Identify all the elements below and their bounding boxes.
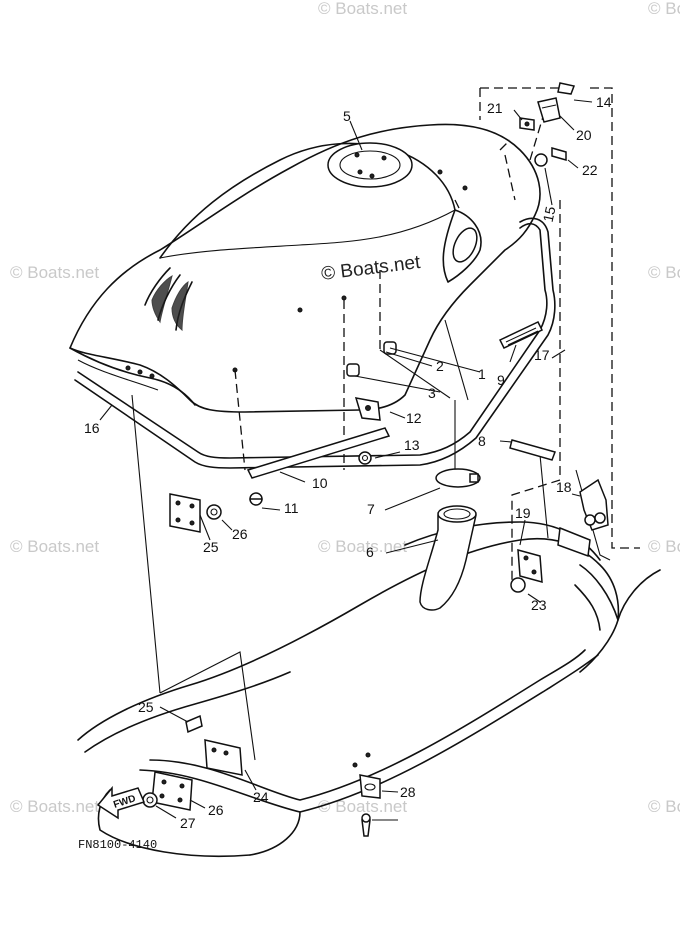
part-25-plate-lower: [151, 771, 193, 811]
watermark: © Boats.net: [318, 797, 407, 816]
callout-11: 12: [406, 410, 422, 426]
seat-frame-rail: [74, 217, 556, 469]
callout-2: 2: [436, 358, 444, 374]
callout-23: 24: [253, 789, 269, 805]
part-18-plate: [517, 548, 543, 584]
part-3-damper: [346, 363, 360, 377]
parts: FWD: [96, 82, 609, 837]
part-26-nut-lower: [142, 792, 158, 808]
callout-25: 25: [203, 539, 219, 555]
callout-19: 20: [576, 127, 592, 143]
fwd-arrow: [96, 785, 146, 820]
part-19-latch: [537, 97, 561, 123]
callout-17: 18: [556, 479, 572, 495]
callout-22: 23: [531, 597, 547, 613]
callout-3: 3: [428, 385, 436, 401]
part-14-nut: [534, 153, 548, 167]
callout-15: 16: [84, 420, 100, 436]
watermark: © Boats.net: [648, 0, 680, 18]
part-26-nut-upper: [206, 504, 222, 520]
callout-7: 8: [478, 433, 486, 449]
part-27-clip: [359, 774, 381, 799]
callout-16: 17: [534, 347, 550, 363]
callout-27: 28: [400, 784, 416, 800]
part-12-nut: [358, 451, 372, 465]
watermark-layer: © Boats.net © Boats.net © Boats.net © Bo…: [10, 0, 680, 816]
part-24-screw: [185, 714, 203, 734]
watermark: © Boats.net: [318, 537, 407, 556]
leader-lines: [99, 99, 593, 821]
diagram-code: FN8100-4140: [78, 838, 157, 852]
part-21-plate: [551, 147, 567, 161]
callout-18: 19: [515, 505, 531, 521]
part-9-strap: [246, 427, 391, 479]
watermark: © Boats.net: [648, 263, 680, 282]
callout-labels: 5 2 1 3 12 13 10 11 7 6 8 9 14 20 21 22 …: [84, 94, 612, 831]
callout-26: 27: [180, 815, 196, 831]
callout-8: 9: [497, 372, 505, 388]
watermark: © Boats.net: [648, 537, 680, 556]
part-25-plate-upper: [169, 493, 201, 533]
callout-10: 11: [284, 500, 299, 516]
part-7-strip: [509, 439, 556, 461]
watermark-main: © Boats.net: [320, 252, 422, 285]
callout-4: 5: [343, 108, 351, 124]
seat-assembly: [69, 123, 541, 413]
watermark: © Boats.net: [10, 263, 99, 282]
callout-6: 7: [367, 501, 375, 517]
callout-26: 26: [232, 526, 248, 542]
watermark: © Boats.net: [648, 797, 680, 816]
part-13-screw: [557, 82, 576, 95]
callout-14: 15: [540, 205, 559, 224]
watermark: © Boats.net: [318, 0, 407, 18]
callout-25: 26: [208, 802, 224, 818]
part-6-clamp: [435, 468, 481, 488]
callout-13: 14: [596, 94, 612, 110]
watermark: © Boats.net: [10, 797, 99, 816]
watermark: © Boats.net: [10, 537, 99, 556]
callout-5: 6: [366, 544, 374, 560]
part-5-duct: [419, 506, 477, 611]
connection-lines: [131, 319, 611, 761]
callout-21: 22: [582, 162, 598, 178]
callout-24: 25: [138, 699, 154, 715]
callout-9: 10: [312, 475, 328, 491]
callout-12: 13: [404, 437, 420, 453]
part-22-nut: [510, 577, 526, 593]
callout-1: 1: [478, 366, 486, 382]
callout-20: 21: [487, 100, 503, 116]
